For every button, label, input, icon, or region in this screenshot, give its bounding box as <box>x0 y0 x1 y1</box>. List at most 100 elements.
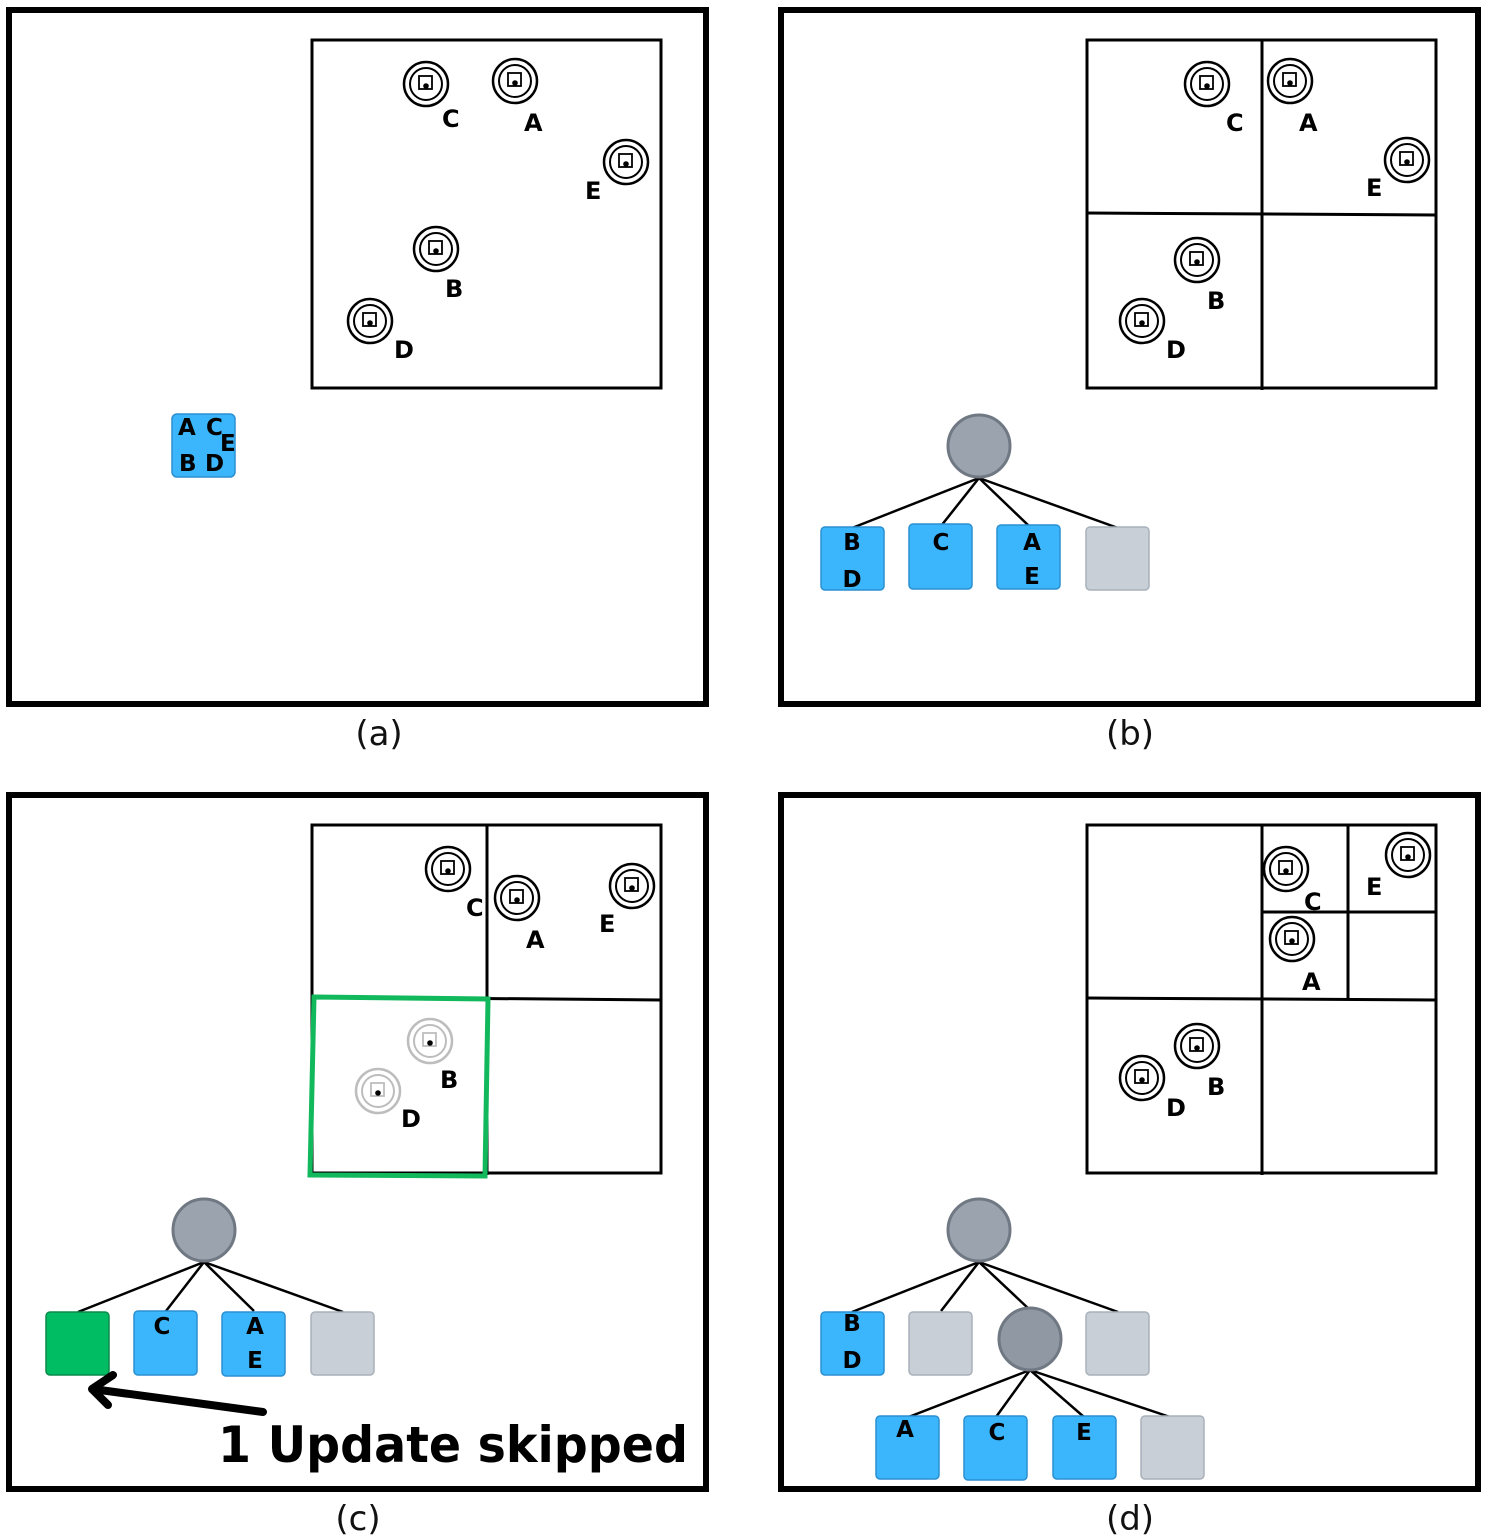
root-node-label-A: A <box>178 415 196 441</box>
child-node-label: E <box>247 1348 263 1374</box>
robot-E-label: E <box>585 177 601 205</box>
callout-arrow <box>96 1386 267 1416</box>
robot-body <box>618 153 633 168</box>
robot-A-icon <box>1268 915 1316 963</box>
tree-grandchild-node-1 <box>875 1415 940 1480</box>
child-node-label: E <box>1024 564 1040 590</box>
highlighted-quadrant <box>307 994 491 1179</box>
panel-d-frame <box>778 792 1481 1492</box>
robot-body <box>362 312 377 327</box>
root-node-label-D: D <box>205 451 224 477</box>
robot-D-label: D <box>394 336 414 364</box>
robot-E-label: E <box>1366 174 1382 202</box>
tree-grandchild-node-2 <box>963 1415 1028 1481</box>
robot-inner-ring <box>1125 304 1159 338</box>
panel-d: C E A B D B D A C E (d) <box>778 792 1481 1539</box>
robot-E-icon <box>602 138 650 186</box>
robot-inner-ring <box>431 852 465 886</box>
tree-edge <box>851 476 980 530</box>
robot-inner-ring <box>413 1024 447 1058</box>
tree-root-node <box>946 413 1012 479</box>
robot-D-icon <box>346 297 394 345</box>
robot-E-icon <box>608 862 656 910</box>
robot-marker-dot <box>1404 159 1410 165</box>
robot-body <box>1199 75 1214 90</box>
robot-body <box>1134 1069 1149 1084</box>
robot-A-label: A <box>524 109 543 137</box>
update-skipped-callout: 1 Update skipped <box>218 1416 688 1474</box>
child-node-label: B <box>843 530 861 556</box>
robot-B-icon <box>1173 236 1221 284</box>
panel-a-caption: (a) <box>355 714 402 754</box>
robot-D-label: D <box>401 1105 421 1133</box>
panel-b-split-horizontal <box>1086 211 1437 217</box>
robot-inner-ring <box>409 67 443 101</box>
robot-marker-dot <box>512 80 518 86</box>
tree-child-node-3 <box>221 1311 286 1377</box>
robot-inner-ring <box>419 232 453 266</box>
tree-child-node-2 <box>908 1311 973 1376</box>
robot-inner-ring <box>615 869 649 903</box>
panel-c-caption: (c) <box>335 1499 380 1539</box>
robot-body <box>1189 251 1204 266</box>
tree-edge <box>77 1260 205 1314</box>
robot-body <box>509 889 524 904</box>
robot-body <box>624 877 639 892</box>
robot-marker-dot <box>629 885 635 891</box>
robot-body <box>1400 846 1415 861</box>
tree-edge <box>940 1261 980 1312</box>
robot-C-label: C <box>442 105 460 133</box>
robot-inner-ring <box>500 881 534 915</box>
child-node-label: D <box>842 567 861 593</box>
tree-child-node-4 <box>1085 1311 1150 1376</box>
tree-edge <box>940 477 980 527</box>
robot-E-icon <box>1383 136 1431 184</box>
tree-edge <box>165 1261 205 1312</box>
child-node-label: A <box>1023 530 1041 556</box>
robot-C-icon <box>424 845 472 893</box>
callout-arrowhead <box>88 1371 117 1409</box>
robot-inner-ring <box>353 304 387 338</box>
robot-body <box>1134 312 1149 327</box>
robot-marker-dot <box>1287 80 1293 86</box>
robot-body <box>370 1082 385 1097</box>
robot-body <box>1282 72 1297 87</box>
robot-E-icon <box>1384 831 1432 879</box>
robot-C-icon <box>402 60 450 108</box>
robot-body <box>507 72 522 87</box>
tree-edge <box>1029 1368 1174 1420</box>
tree-edge <box>978 477 1030 527</box>
root-node <box>171 413 236 478</box>
panel-b-caption: (b) <box>1106 714 1154 754</box>
robot-A-label: A <box>1302 968 1321 996</box>
robot-body <box>428 240 443 255</box>
tree-grandchild-node-3 <box>1052 1415 1117 1480</box>
panel-c-frame <box>6 792 709 1492</box>
tree-subdivided-node <box>997 1306 1063 1372</box>
robot-B-icon <box>1173 1022 1221 1070</box>
robot-inner-ring <box>1269 852 1303 886</box>
robot-B-label: B <box>445 275 463 303</box>
robot-inner-ring <box>1273 64 1307 98</box>
robot-C-label: C <box>1304 888 1322 916</box>
robot-marker-dot <box>1204 83 1210 89</box>
child-node-label: C <box>154 1314 171 1340</box>
robot-A-icon <box>493 874 541 922</box>
robot-body <box>1189 1037 1204 1052</box>
tree-child-node-1 <box>820 526 885 591</box>
root-node-label-E: E <box>220 431 236 457</box>
robot-inner-ring <box>498 64 532 98</box>
tree-root-node <box>171 1197 237 1263</box>
robot-A-label: A <box>1299 109 1318 137</box>
robot-inner-ring <box>1180 1029 1214 1063</box>
robot-marker-dot <box>375 1090 381 1096</box>
panel-a-region <box>310 38 663 390</box>
tree-edge <box>203 1261 255 1312</box>
tree-edge <box>851 1260 980 1314</box>
panel-d-caption: (d) <box>1106 1499 1154 1539</box>
robot-D-icon <box>354 1067 402 1115</box>
robot-body <box>418 75 433 90</box>
robot-C-icon <box>1262 845 1310 893</box>
root-node-label-C: C <box>206 415 223 441</box>
robot-marker-dot <box>427 1040 433 1046</box>
